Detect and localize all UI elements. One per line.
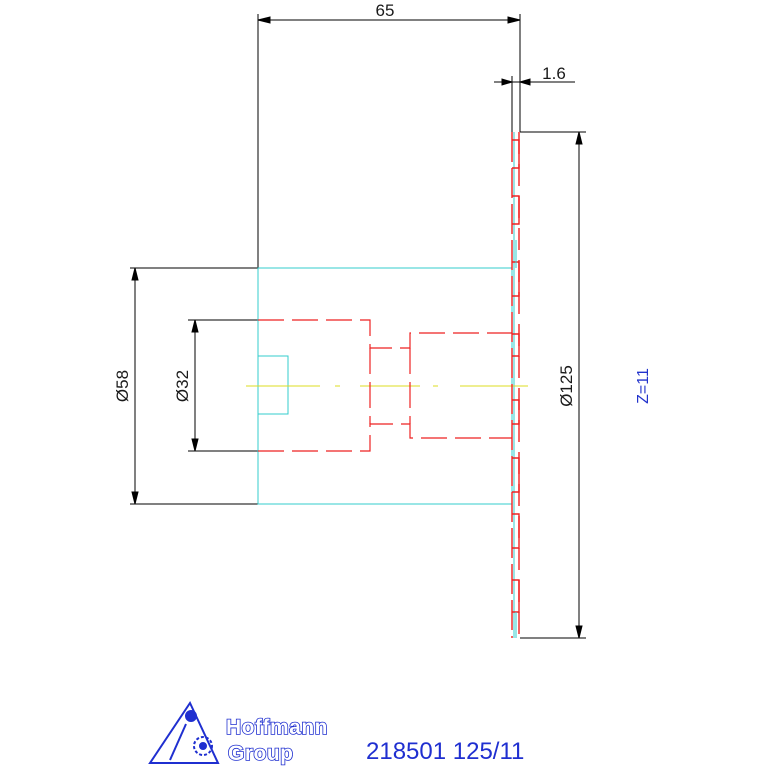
logo-line2: Group xyxy=(228,742,294,765)
thickness-label: 1.6 xyxy=(542,64,566,83)
outer-arrow-top xyxy=(575,131,583,145)
thickness-arrow-right xyxy=(518,78,531,86)
bore-diameter-dimension xyxy=(188,319,258,452)
outer-diameter-dimension xyxy=(520,131,586,639)
logo-triangle xyxy=(148,700,220,764)
tooth-7 xyxy=(512,513,520,549)
tooth-6 xyxy=(512,457,520,493)
part-number: 218501 125/11 xyxy=(366,738,524,765)
logo-emblem xyxy=(148,700,220,764)
hidden-bore-lines xyxy=(258,319,512,452)
outer-diameter-label: Ø125 xyxy=(557,365,576,407)
tooth-5 xyxy=(512,399,520,425)
length-dimension xyxy=(257,14,521,268)
thickness-dimension xyxy=(494,76,575,136)
bore-hidden-outline-lower xyxy=(258,423,512,452)
tooth-1 xyxy=(512,139,520,169)
set-screw-outline xyxy=(257,355,289,415)
length-arrow-left xyxy=(257,16,271,24)
tooth-count-label: Z=11 xyxy=(635,368,652,404)
thickness-arrow-left xyxy=(501,78,514,86)
logo-gear-icon xyxy=(193,736,213,756)
bore-arrow-bottom xyxy=(191,438,199,452)
outer-arrow-bottom xyxy=(575,625,583,639)
logo-line1: Hoffmann xyxy=(226,716,328,739)
hub-arrow-top xyxy=(131,267,139,281)
logo-body xyxy=(169,723,187,761)
tooth-8 xyxy=(512,579,520,613)
tooth-2 xyxy=(512,195,520,225)
hub-diameter-dimension xyxy=(130,267,258,505)
logo-head xyxy=(185,710,197,722)
bore-hidden-outline xyxy=(258,319,512,349)
length-label: 65 xyxy=(376,1,395,20)
bore-diameter-label: Ø32 xyxy=(173,370,192,402)
hub-body xyxy=(257,132,515,638)
hub-arrow-bottom xyxy=(131,491,139,505)
hub-diameter-label: Ø58 xyxy=(113,370,132,402)
tooth-4 xyxy=(512,333,520,357)
bore-arrow-top xyxy=(191,319,199,333)
logo-gear-hub xyxy=(199,742,207,750)
blade-teeth xyxy=(511,132,520,638)
length-arrow-right xyxy=(507,16,521,24)
hoffmann-logo: Hoffmann Group xyxy=(148,700,328,766)
